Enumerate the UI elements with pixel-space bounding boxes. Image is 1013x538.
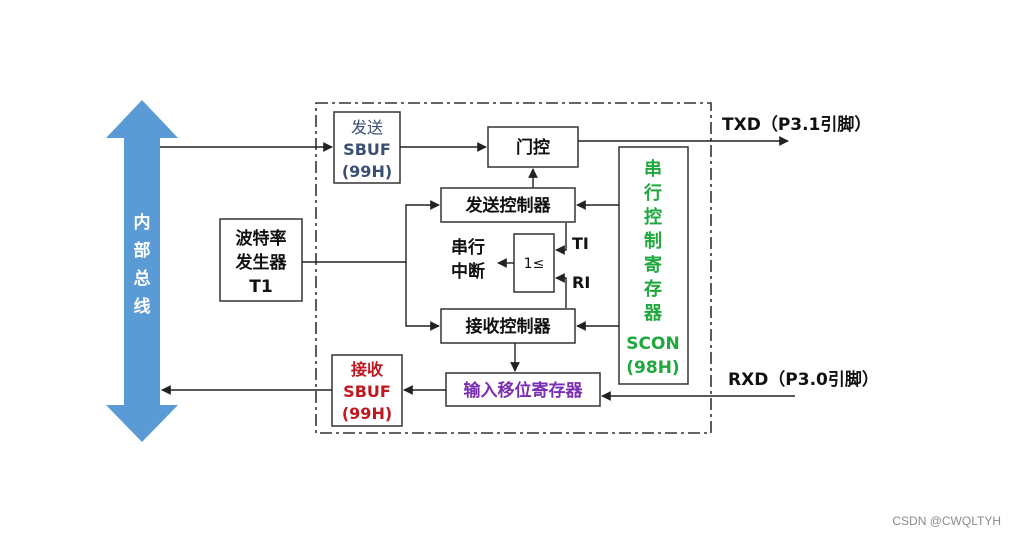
scon-char-4: 制 <box>644 231 662 252</box>
bus-label-char-2: 部 <box>134 240 151 261</box>
rxd-pin-label: RXD（P3.0引脚） <box>728 369 879 390</box>
scon-name: SCON <box>626 334 679 354</box>
or-gate-block: 1≤ <box>513 233 555 293</box>
baud-line3: T1 <box>249 277 272 297</box>
internal-bus: 内 部 总 线 <box>106 100 178 442</box>
send-sbuf-line2: SBUF <box>343 140 391 159</box>
serial-interrupt-line2: 中断 <box>451 261 485 282</box>
send-controller-block: 发送控制器 <box>440 187 576 223</box>
ri-label: RI <box>572 273 590 292</box>
scon-char-2: 行 <box>643 182 662 204</box>
watermark: CSDN @CWQLTYH <box>892 514 1001 528</box>
bus-arrow-shape <box>106 100 178 442</box>
or-gate-label: 1≤ <box>524 256 545 272</box>
scon-char-3: 控 <box>644 206 662 228</box>
serial-port-boundary <box>315 102 712 434</box>
recv-sbuf-line3: (99H) <box>342 404 392 423</box>
send-controller-label: 发送控制器 <box>465 195 552 216</box>
recv-sbuf-line1: 接收 <box>351 360 383 379</box>
serial-interrupt-line1: 串行 <box>451 237 485 258</box>
baud-line2: 发生器 <box>235 252 288 273</box>
scon-char-5: 寄 <box>644 254 662 276</box>
ti-to-or-line <box>555 223 567 255</box>
receive-controller-block: 接收控制器 <box>440 308 576 344</box>
txd-pin-label: TXD（P3.1引脚） <box>722 114 871 135</box>
baud-line1: 波特率 <box>236 228 287 249</box>
recv-sbuf-line2: SBUF <box>343 382 391 401</box>
ti-label: TI <box>572 234 589 253</box>
scon-block: 串 行 控 制 寄 存 器 SCON (98H) <box>618 146 689 385</box>
baud-to-send-ctrl-line <box>405 200 440 262</box>
scon-char-1: 串 <box>644 159 662 180</box>
scon-char-6: 存 <box>644 278 662 300</box>
scon-address: (98H) <box>626 358 679 378</box>
bus-label-char-1: 内 <box>134 212 151 233</box>
receive-controller-label: 接收控制器 <box>466 316 552 337</box>
send-sbuf-block: 发送 SBUF (99H) <box>333 111 401 184</box>
input-shift-register-block: 输入移位寄存器 <box>445 372 601 407</box>
gate-control-block: 门控 <box>487 126 579 168</box>
input-shift-label: 输入移位寄存器 <box>464 380 584 401</box>
send-sbuf-line3: (99H) <box>342 162 392 181</box>
gate-label: 门控 <box>516 137 550 158</box>
ri-to-or-line <box>555 273 567 308</box>
scon-char-7: 器 <box>643 303 663 324</box>
bus-label-char-3: 总 <box>134 268 151 289</box>
send-sbuf-line1: 发送 <box>351 118 383 137</box>
bus-label-char-4: 线 <box>134 296 151 317</box>
connections <box>160 136 795 401</box>
baud-rate-generator-block: 波特率 发生器 T1 <box>219 218 303 302</box>
receive-sbuf-block: 接收 SBUF (99H) <box>331 354 403 427</box>
baud-to-recv-ctrl-line <box>405 262 440 331</box>
